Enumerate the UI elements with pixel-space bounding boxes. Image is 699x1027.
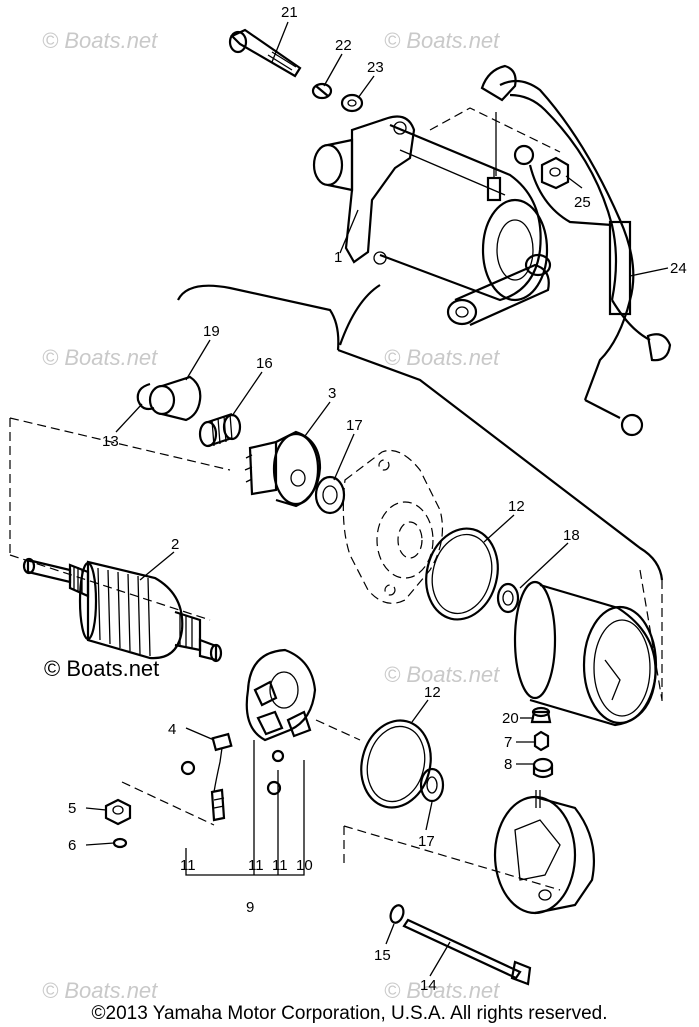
brush-4	[211, 732, 233, 793]
washer-17-rear	[419, 767, 445, 803]
callout-14: 14	[420, 977, 437, 994]
rear-end-cover	[493, 790, 596, 915]
lock-washer-22	[311, 82, 333, 100]
callout-11-a: 11	[180, 857, 196, 874]
callout-10: 10	[296, 857, 313, 874]
callout-1: 1	[334, 249, 342, 266]
callout-19: 19	[203, 323, 220, 340]
watermark: © Boats.net	[384, 345, 500, 370]
spring-16	[198, 412, 242, 448]
mounting-bolt-21	[228, 28, 302, 78]
callout-6: 6	[68, 837, 76, 854]
callout-20: 20	[502, 710, 519, 727]
callout-18: 18	[563, 527, 580, 544]
callout-25: 25	[574, 194, 591, 211]
callout-17-upper: 17	[346, 417, 363, 434]
washer-23	[340, 93, 364, 113]
callout-15: 15	[374, 947, 391, 964]
callout-12-upper: 12	[508, 498, 525, 515]
callout-23: 23	[367, 59, 384, 76]
copyright-footer: ©2013 Yamaha Motor Corporation, U.S.A. A…	[91, 1003, 608, 1024]
watermark: © Boats.net	[384, 978, 500, 1000]
nut-7	[533, 730, 550, 752]
leader-lines	[85, 21, 669, 977]
lead-wire-24	[480, 64, 672, 437]
watermark: © Boats.net	[384, 662, 500, 687]
starter-motor-assembly	[312, 115, 552, 327]
watermark: © Boats.net	[42, 28, 158, 53]
collar-19	[148, 375, 202, 422]
starter-clutch-3	[244, 430, 322, 508]
brush-lead-bolt	[180, 749, 285, 822]
watermark-group: © Boats.net © Boats.net © Boats.net © Bo…	[42, 28, 500, 1000]
callout-3: 3	[328, 385, 336, 402]
callout-5: 5	[68, 800, 76, 817]
callout-12-lower: 12	[424, 684, 441, 701]
circlip-13	[136, 382, 155, 411]
yoke-housing	[513, 580, 658, 727]
nut-5	[104, 798, 132, 826]
callout-2: 2	[171, 536, 179, 553]
nut-25	[540, 156, 570, 190]
washer-17-front	[314, 475, 346, 515]
callout-11-b: 11	[248, 857, 264, 874]
insulator-8	[532, 757, 554, 779]
brand-watermark: © Boats.net	[44, 656, 160, 681]
washer-6	[112, 837, 128, 849]
brush-holder-plate	[245, 648, 317, 742]
watermark: © Boats.net	[42, 978, 158, 1000]
callout-4: 4	[168, 721, 176, 738]
o-ring-12-upper	[425, 527, 499, 621]
shim-18	[496, 582, 520, 614]
callout-11-c: 11	[272, 857, 288, 874]
washer-15	[389, 904, 405, 924]
armature-2	[22, 557, 223, 663]
callout-numbers: 21 22 23 1 25 24 19 16 3 17 13 12 18 2 1…	[68, 4, 687, 994]
watermark: © Boats.net	[42, 345, 158, 370]
callout-8: 8	[504, 756, 512, 773]
watermark: © Boats.net	[384, 28, 500, 53]
o-ring-12-lower	[360, 719, 432, 809]
callout-16: 16	[256, 355, 273, 372]
callout-13: 13	[102, 433, 119, 450]
exploded-parts-diagram: © Boats.net © Boats.net © Boats.net © Bo…	[9, 4, 687, 1000]
callout-7: 7	[504, 734, 512, 751]
callout-24: 24	[670, 260, 687, 277]
callout-21: 21	[281, 4, 298, 21]
terminal-bolt-20	[530, 706, 552, 724]
callout-17-lower: 17	[418, 833, 435, 850]
through-bolt-14	[402, 918, 532, 986]
front-bracket	[342, 449, 444, 604]
callout-9: 9	[246, 899, 254, 916]
callout-22: 22	[335, 37, 352, 54]
